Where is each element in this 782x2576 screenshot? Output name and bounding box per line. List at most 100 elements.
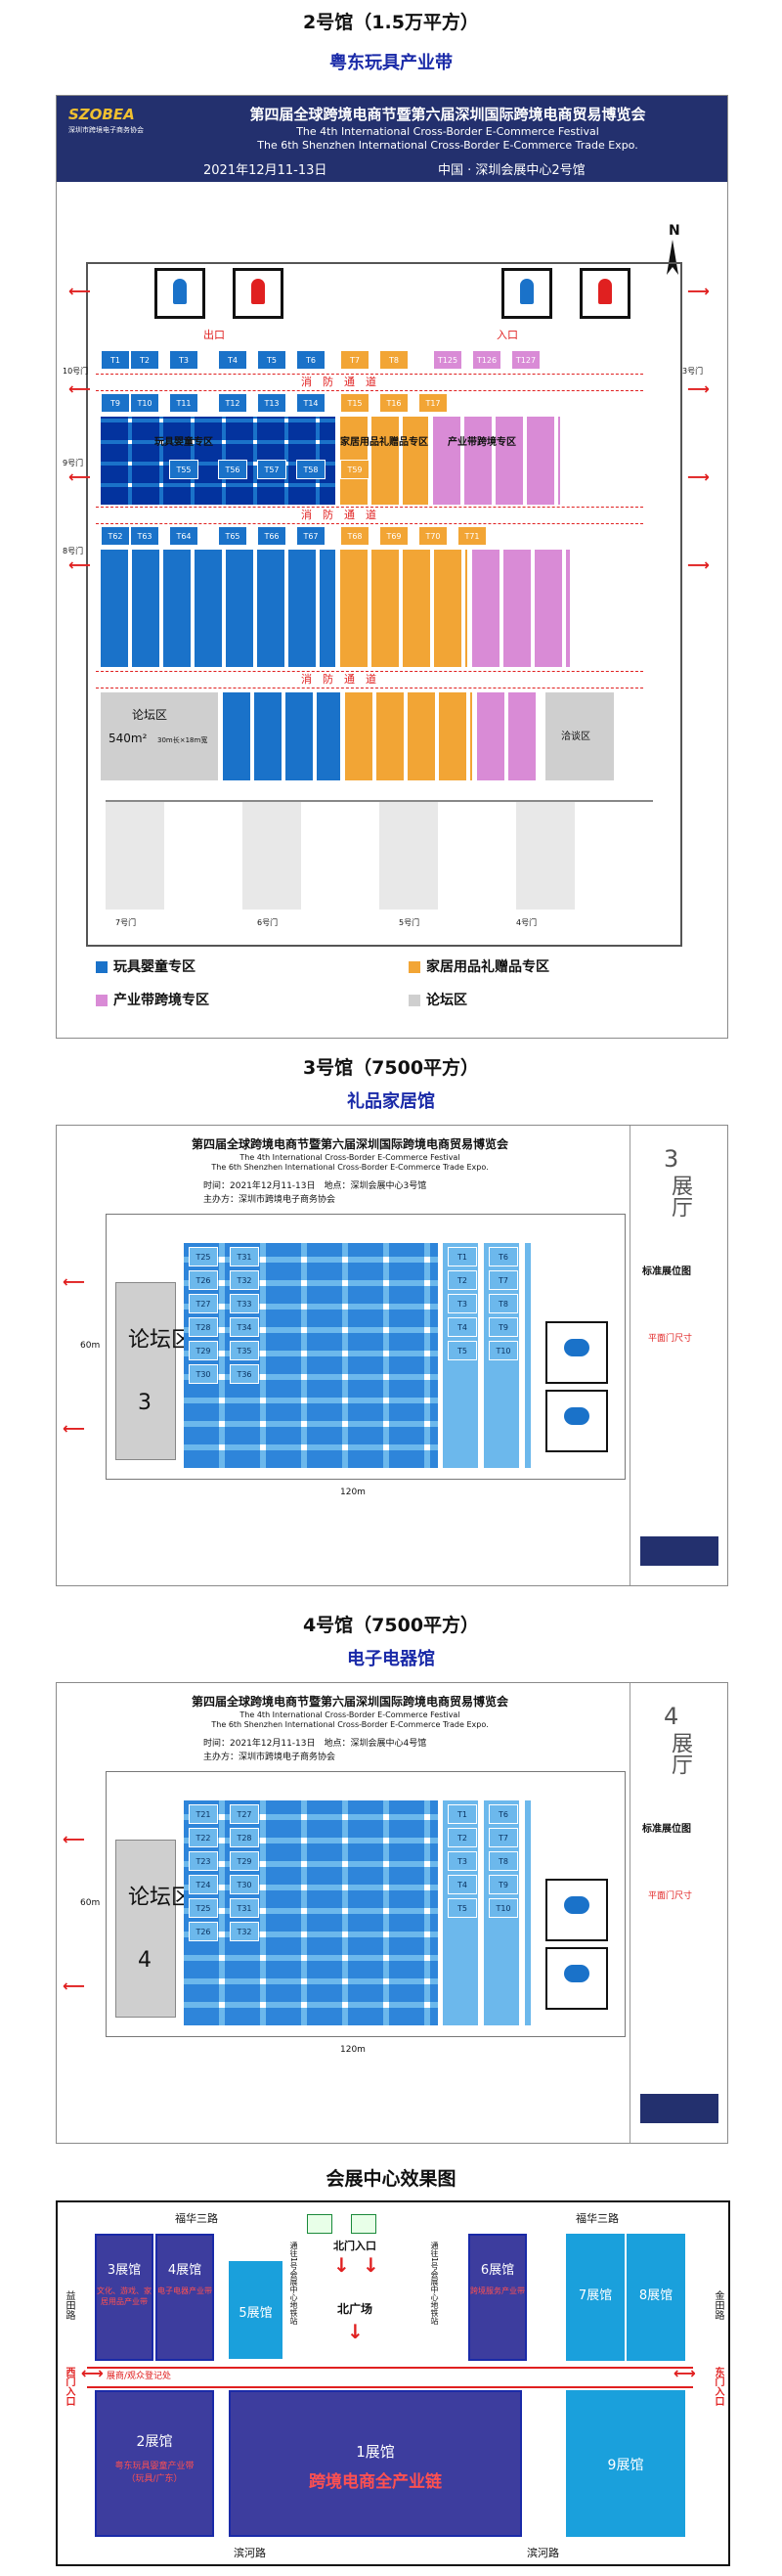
booth-block-industry [433,417,560,505]
booth[interactable]: T1 [448,1804,477,1824]
booth[interactable]: T3 [169,350,198,370]
restroom-3 [501,268,552,319]
compass-icon [653,238,692,277]
booth[interactable]: T26 [189,1270,218,1290]
booth[interactable]: T11 [169,393,198,413]
booth[interactable]: T5 [257,350,286,370]
booth[interactable]: T28 [189,1317,218,1337]
booth[interactable]: T30 [230,1875,259,1894]
booth[interactable]: T7 [489,1828,518,1847]
booth[interactable]: T17 [418,393,448,413]
booth[interactable]: T71 [457,526,487,546]
booth[interactable]: T10 [489,1898,518,1918]
booth[interactable]: T6 [489,1247,518,1266]
booth[interactable]: T27 [230,1804,259,1824]
booth[interactable]: T3 [448,1294,477,1313]
booth[interactable]: T29 [189,1341,218,1360]
road-bottom-right: 滨河路 [527,2547,559,2559]
booth[interactable]: T22 [189,1828,218,1847]
exit-arrow-icon: ⟶ [687,379,710,398]
booth[interactable]: T10 [489,1341,518,1360]
hall-4-block[interactable]: 4展馆 电子电器产业带 [155,2234,214,2361]
booth[interactable]: T68 [340,526,369,546]
booth[interactable]: T30 [189,1364,218,1384]
booth[interactable]: T13 [257,393,286,413]
booth[interactable]: T2 [130,350,159,370]
booth[interactable]: T65 [218,526,247,546]
booth[interactable]: T28 [230,1828,259,1847]
booth[interactable]: T4 [448,1317,477,1337]
booth[interactable]: T8 [489,1851,518,1871]
booth[interactable]: T70 [418,526,448,546]
booth[interactable]: T9 [101,393,130,413]
booth[interactable]: T31 [230,1247,259,1266]
booth[interactable]: T55 [169,460,198,479]
booth[interactable]: T25 [189,1247,218,1266]
booth[interactable]: T127 [511,350,541,370]
hall-5-block[interactable]: 5展馆 [229,2261,282,2359]
hall-3-block[interactable]: 3展馆 文化、游戏、家居用品产业带 [95,2234,153,2361]
booth[interactable]: T16 [379,393,409,413]
booth[interactable]: T8 [379,350,409,370]
booth[interactable]: T34 [230,1317,259,1337]
hall2-banner-cn: 第四届全球跨境电商节暨第六届深圳国际跨境电商贸易博览会 [249,106,646,123]
booth[interactable]: T15 [340,393,369,413]
booth[interactable]: T56 [218,460,247,479]
booth[interactable]: T23 [189,1851,218,1871]
booth[interactable]: T36 [230,1364,259,1384]
booth[interactable]: T7 [340,350,369,370]
booth[interactable]: T33 [230,1294,259,1313]
booth[interactable]: T6 [489,1804,518,1824]
booth[interactable]: T2 [448,1270,477,1290]
hall4-booth-grid [184,1800,438,2025]
booth[interactable]: T29 [230,1851,259,1871]
booth[interactable]: T24 [189,1875,218,1894]
booth[interactable]: T10 [130,393,159,413]
hall-7-block[interactable]: 7展馆 [566,2234,625,2361]
hall-9-block[interactable]: 9展馆 [566,2390,685,2537]
booth[interactable]: T59 [340,460,369,479]
hall-2-block[interactable]: 2展馆 粤东玩具婴童产业带 （玩具/广东） [95,2390,214,2537]
hall-6-block[interactable]: 6展馆 跨境服务产业带 [468,2234,527,2361]
booth[interactable]: T26 [189,1922,218,1941]
hall-8-block[interactable]: 8展馆 [627,2234,685,2361]
booth[interactable]: T67 [296,526,326,546]
booth[interactable]: T69 [379,526,409,546]
booth[interactable]: T125 [433,350,462,370]
booth[interactable]: T1 [448,1247,477,1266]
booth[interactable]: T32 [230,1922,259,1941]
booth[interactable]: T12 [218,393,247,413]
booth[interactable]: T63 [130,526,159,546]
booth[interactable]: T126 [472,350,501,370]
booth[interactable]: T1 [101,350,130,370]
booth[interactable]: T5 [448,1898,477,1918]
booth[interactable]: T4 [218,350,247,370]
booth[interactable]: T14 [296,393,326,413]
booth[interactable]: T66 [257,526,286,546]
booth[interactable]: T62 [101,526,130,546]
booth[interactable]: T27 [189,1294,218,1313]
booth[interactable]: T25 [189,1898,218,1918]
subway-2-icon [351,2214,376,2234]
hall-1-block[interactable]: 1展馆 跨境电商全产业链 [229,2390,522,2537]
booth[interactable]: T8 [489,1294,518,1313]
booth[interactable]: T35 [230,1341,259,1360]
legend-toys: 玩具婴童专区 [113,959,196,975]
booth[interactable]: T21 [189,1804,218,1824]
booth[interactable]: T5 [448,1341,477,1360]
booth[interactable]: T9 [489,1317,518,1337]
booth[interactable]: T64 [169,526,198,546]
booth-block-industry [477,692,536,780]
door-label: 7号门 [115,918,137,927]
booth[interactable]: T7 [489,1270,518,1290]
booth[interactable]: T2 [448,1828,477,1847]
exit-arrow-icon: ⟵ [68,282,91,300]
booth[interactable]: T31 [230,1898,259,1918]
booth[interactable]: T9 [489,1875,518,1894]
booth[interactable]: T4 [448,1875,477,1894]
booth[interactable]: T32 [230,1270,259,1290]
booth[interactable]: T6 [296,350,326,370]
booth[interactable]: T57 [257,460,286,479]
booth[interactable]: T3 [448,1851,477,1871]
booth[interactable]: T58 [296,460,326,479]
